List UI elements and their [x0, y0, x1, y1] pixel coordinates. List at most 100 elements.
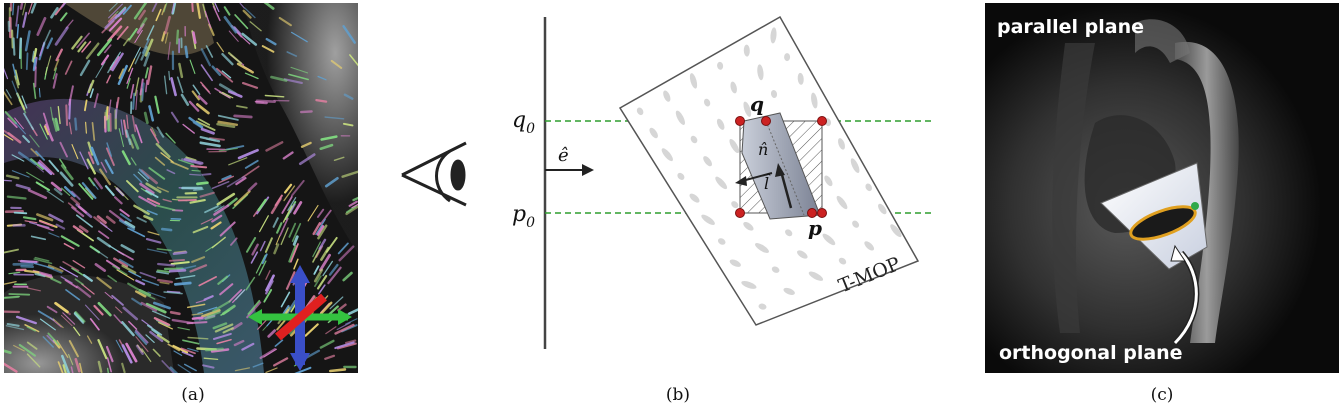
tensor-glyph — [233, 26, 242, 35]
tensor-glyph — [71, 144, 79, 160]
tensor-glyph — [30, 235, 47, 241]
tensor-glyph — [285, 271, 296, 290]
tensor-glyph — [244, 159, 259, 169]
tensor-glyph — [54, 117, 60, 131]
tensor-glyph — [217, 175, 235, 184]
tensor-glyph — [38, 87, 41, 98]
tensor-glyph — [26, 171, 45, 183]
tensor-glyph — [165, 132, 176, 144]
tensor-glyph — [143, 111, 149, 125]
tensor-glyph — [86, 335, 93, 344]
tensor-glyph — [119, 208, 130, 217]
tensor-glyph — [263, 288, 273, 303]
tensor-glyph — [181, 351, 194, 358]
tensor-glyph — [46, 334, 55, 344]
tensor-glyph — [40, 272, 53, 279]
tensor-glyph — [59, 158, 67, 169]
tensor-glyph — [42, 336, 54, 348]
tensor-glyph — [288, 73, 309, 81]
tensor-glyph — [15, 5, 20, 27]
tensor-glyph — [293, 258, 299, 270]
tensor-glyph — [135, 329, 149, 344]
tensor-glyph — [291, 31, 308, 43]
tensor-glyph — [117, 8, 127, 18]
tensor-glyph — [120, 244, 135, 254]
tensor-glyph — [39, 123, 48, 140]
tensor-glyph — [139, 271, 157, 279]
tensor-glyph — [137, 171, 149, 182]
tensor-glyph — [79, 151, 89, 170]
tensor-glyph — [221, 70, 232, 79]
tensor-glyph — [26, 326, 36, 332]
tensor-glyph — [197, 118, 211, 126]
tensor-glyph — [15, 183, 31, 191]
tensor-glyph — [292, 235, 299, 246]
tensor-glyph — [242, 81, 259, 89]
tensor-glyph — [100, 161, 108, 173]
tensor-glyph — [161, 227, 173, 232]
tensor-glyph — [65, 104, 69, 127]
tensor-glyph — [54, 301, 69, 314]
tensor-glyph — [140, 17, 148, 28]
tensor-glyph — [117, 64, 128, 85]
tensor-glyph — [145, 189, 159, 199]
projection-wedge — [741, 112, 821, 220]
tensor-glyph — [276, 222, 283, 234]
tensor-glyph — [36, 16, 47, 36]
tensor-glyph — [20, 265, 35, 269]
tensor-glyph — [70, 196, 81, 206]
tensor-glyph — [113, 257, 129, 268]
tensor-glyph — [68, 340, 79, 358]
tensor-glyph — [57, 106, 61, 125]
tensor-glyph — [216, 338, 232, 345]
tensor-glyph — [131, 115, 137, 133]
tensor-glyph — [11, 154, 25, 162]
tensor-glyph — [14, 117, 24, 130]
sheet-glyph — [838, 257, 847, 265]
tensor-glyph — [42, 29, 51, 47]
tensor-glyph — [196, 103, 210, 115]
tensor-glyph — [216, 192, 236, 206]
tensor-glyph — [111, 294, 124, 306]
tensor-glyph — [134, 51, 142, 65]
tensor-glyph — [218, 147, 238, 152]
tensor-glyph — [96, 38, 113, 57]
tensor-glyph — [324, 116, 345, 120]
tensor-glyph — [24, 269, 40, 274]
tensor-glyph — [64, 279, 78, 289]
sheet-glyph — [636, 107, 644, 116]
tensor-glyph — [82, 273, 93, 282]
tensor-glyph — [59, 12, 68, 22]
view-direction-arrow — [545, 164, 594, 176]
p-label: p — [808, 216, 822, 240]
sheet-glyph — [850, 158, 860, 173]
tensor-glyph — [247, 182, 258, 192]
tensor-glyph — [22, 11, 28, 28]
tensor-glyph — [272, 217, 279, 228]
tensor-glyph — [87, 151, 95, 165]
tensor-glyph — [2, 362, 18, 373]
tensor-glyph — [138, 168, 150, 180]
tensor-glyph — [249, 21, 262, 32]
tensor-glyph — [30, 158, 44, 171]
sheet-glyph — [864, 241, 875, 251]
tensor-glyph — [153, 317, 171, 326]
sheet-glyph — [755, 243, 769, 253]
tensor-glyph — [15, 315, 37, 325]
sheet-glyph — [836, 195, 848, 210]
sheet-glyph — [717, 61, 724, 70]
tensor-glyph — [126, 180, 139, 193]
tensor-glyph — [265, 274, 275, 292]
tensor-glyph — [170, 261, 190, 265]
tensor-glyph — [280, 227, 289, 246]
tensor-glyph-field — [0, 0, 366, 381]
tensor-glyph — [46, 190, 64, 203]
tensor-glyph — [106, 74, 112, 84]
sheet-glyph — [770, 27, 777, 44]
tensor-glyph — [108, 3, 123, 19]
tensor-glyph — [34, 272, 46, 278]
tensor-glyph — [57, 361, 65, 376]
tensor-glyph — [345, 318, 358, 325]
tensor-glyph — [115, 339, 124, 353]
tensor-glyph — [219, 283, 234, 296]
